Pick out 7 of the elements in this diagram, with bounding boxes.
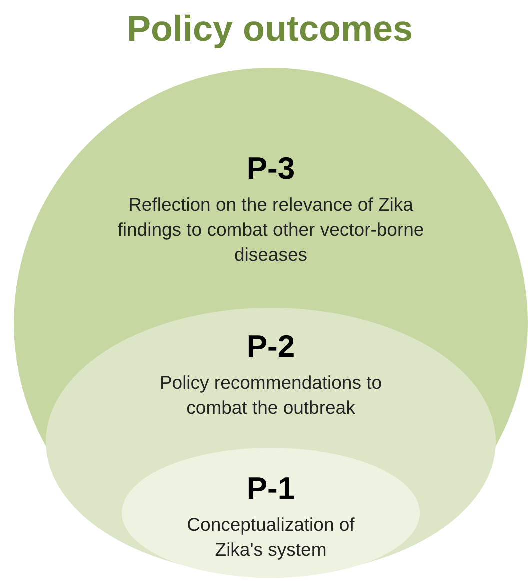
level-description: Conceptualization of Zika's system [186, 513, 356, 562]
level-heading: P-3 [246, 150, 296, 188]
diagram-title: Policy outcomes [126, 7, 414, 51]
level-description: Policy recommendations to combat the outbreak [158, 371, 384, 420]
level-heading: P-1 [246, 470, 296, 508]
level-description: Reflection on the relevance of Zika findings to combat other vector-borne diseases [116, 193, 426, 267]
level-heading: P-2 [246, 328, 296, 366]
